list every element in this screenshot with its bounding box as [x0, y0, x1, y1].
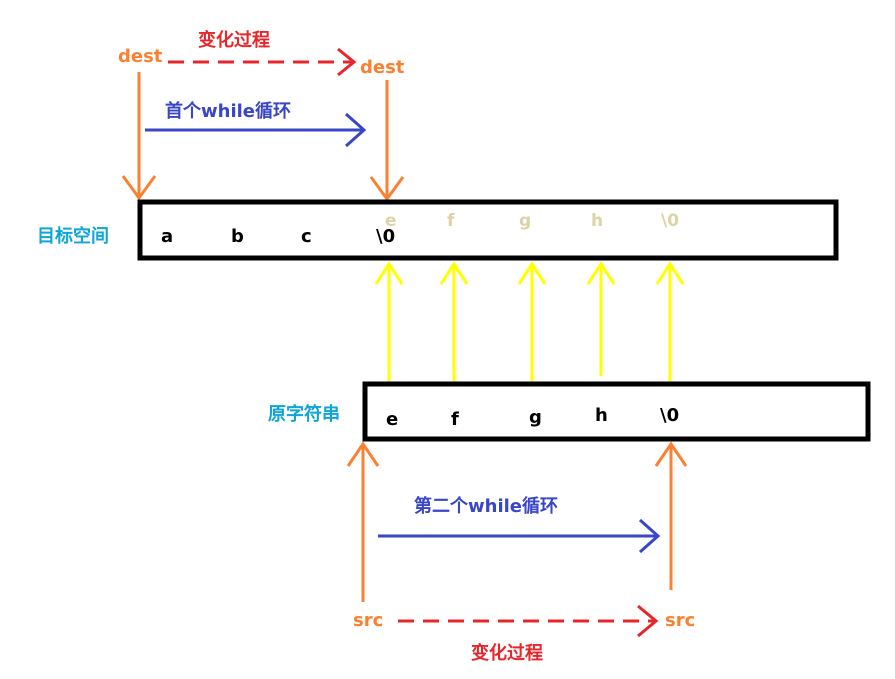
src-start-label: src: [353, 610, 383, 631]
dest-end-label: dest: [360, 57, 405, 78]
src-end-label: src: [665, 610, 695, 631]
src-end-arrow: [654, 441, 688, 590]
faded-char-h: h: [591, 211, 603, 231]
copy-arrow-h: [586, 261, 616, 376]
source-box: [362, 381, 871, 442]
source-char-f: f: [451, 409, 459, 430]
target-char-null: \0: [376, 226, 395, 247]
src-start-arrow: [346, 441, 380, 602]
second-loop-arrow: [378, 518, 661, 554]
top-change-arrow: [168, 47, 357, 77]
target-box: [137, 199, 839, 261]
faded-char-f: f: [447, 211, 455, 231]
faded-char-g: g: [519, 211, 531, 231]
second-loop-label: 第二个while循环: [414, 495, 558, 517]
copy-arrow-g: [517, 261, 547, 382]
copy-arrow-e: [374, 261, 404, 382]
source-char-e: e: [386, 409, 398, 430]
first-loop-label: 首个while循环: [165, 100, 291, 122]
target-char-b: b: [231, 226, 244, 247]
target-label: 目标空间: [37, 225, 109, 247]
bottom-change-label: 变化过程: [471, 642, 543, 664]
copy-arrow-f: [439, 261, 469, 382]
copy-arrow-null: [655, 261, 685, 382]
dest-start-arrow: [121, 72, 157, 201]
source-char-h: h: [595, 405, 608, 426]
source-char-null: \0: [660, 405, 679, 426]
target-char-a: a: [161, 226, 173, 247]
source-char-g: g: [529, 407, 542, 428]
first-loop-arrow: [145, 112, 367, 148]
source-label: 原字符串: [268, 403, 340, 425]
faded-char-e: e: [385, 211, 397, 231]
faded-char-null: \0: [661, 211, 679, 231]
top-change-label: 变化过程: [198, 29, 270, 51]
dest-end-arrow: [369, 80, 405, 202]
bottom-change-arrow: [398, 604, 659, 638]
target-char-c: c: [301, 226, 312, 247]
dest-start-label: dest: [118, 46, 163, 67]
